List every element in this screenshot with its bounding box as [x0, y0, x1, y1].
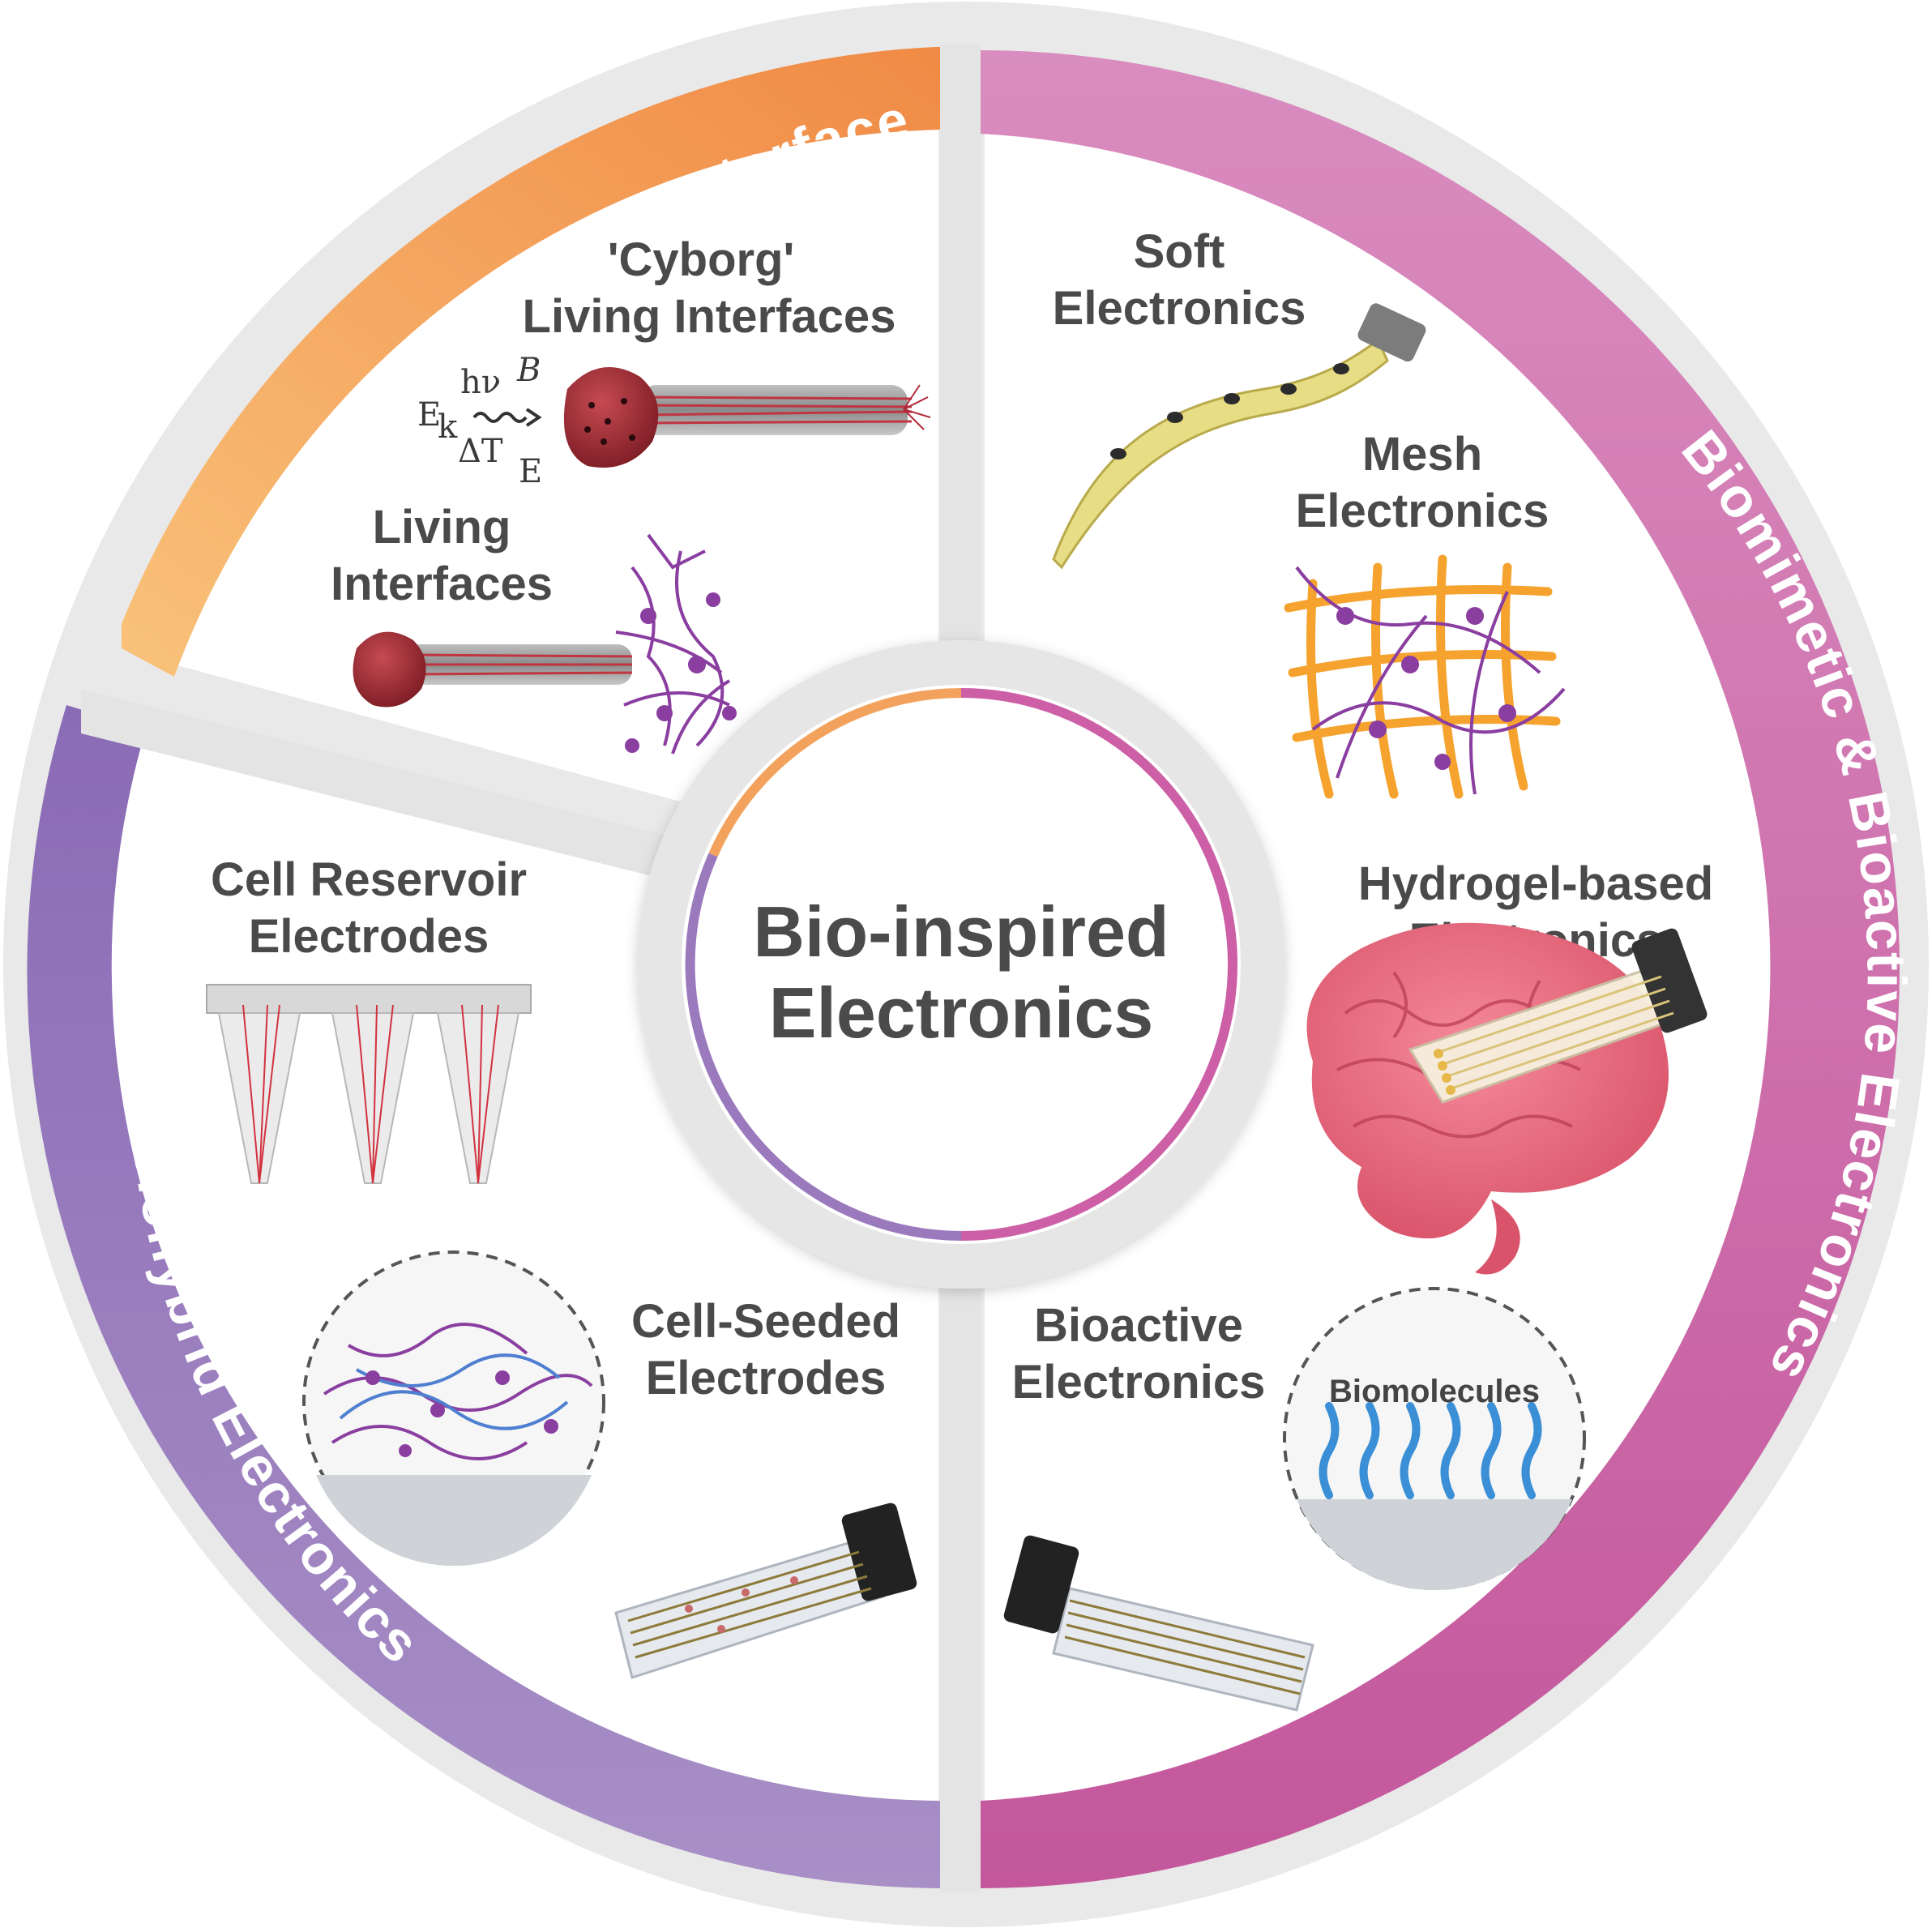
tumor-cell-icon	[563, 367, 659, 468]
biomolecule-zoom-icon: Biomolecules	[1283, 1287, 1586, 1591]
cyborg-label-line2: Living Interfaces	[523, 290, 896, 343]
stimulus-dt: ΔT	[458, 433, 503, 470]
biomolecules-label: Biomolecules	[1329, 1374, 1540, 1409]
divider-diagonal	[81, 689, 713, 891]
cell-reservoir-line1: Cell Reservoir	[211, 853, 527, 906]
cyborg-interface-illustration	[563, 367, 931, 468]
stimulus-b: B	[516, 352, 541, 389]
mesh-electronics-icon	[1284, 554, 1566, 799]
soft-electronics-line1: Soft	[1134, 225, 1225, 278]
soft-electronics-line2: Electronics	[1053, 282, 1306, 335]
wave-arrow-icon	[472, 412, 528, 423]
neurite-tips-icon	[903, 384, 931, 430]
bioactive-electronics-line2: Electronics	[1012, 1356, 1266, 1409]
mesh-electronics-line1: Mesh	[1362, 428, 1482, 481]
tumor-cell-small-icon	[353, 631, 426, 708]
cell-seeded-zoom-icon	[302, 1250, 605, 1567]
stimulus-hv: hν	[460, 364, 501, 401]
living-interface-illustration	[353, 533, 737, 755]
cell-seeded-electrode-icon	[614, 1503, 917, 1679]
cell-seeded-line2: Electrodes	[646, 1352, 887, 1404]
hydrogel-electrode-icon	[1408, 928, 1708, 1104]
cell-seeded-line1: Cell-Seeded	[631, 1295, 900, 1348]
bioactive-electronics-line1: Bioactive	[1034, 1299, 1243, 1352]
living-interfaces-line2: Interfaces	[331, 558, 553, 610]
electrode-bundle-icon	[640, 385, 908, 435]
soft-ribbon-electrode-icon	[1052, 303, 1426, 570]
stimulus-ek: E	[417, 396, 441, 434]
stimulus-e: E	[519, 453, 542, 490]
cyborg-label-line1: 'Cyborg'	[608, 233, 795, 286]
center-title-line1: Bio-inspired	[753, 891, 1169, 972]
cell-reservoir-line2: Electrodes	[249, 910, 489, 963]
bioactive-electrode-icon	[1003, 1535, 1314, 1712]
center-title-line2: Electronics	[769, 973, 1153, 1053]
stimuli-symbols: E k hν B ΔT E	[417, 352, 542, 490]
living-interfaces-line1: Living	[373, 501, 511, 554]
cell-reservoir-icon	[206, 984, 532, 1184]
center-hub: Bio-inspired Electronics	[637, 640, 1285, 1289]
hydrogel-electronics-line1: Hydrogel-based	[1358, 857, 1713, 910]
mesh-electronics-line2: Electronics	[1296, 485, 1549, 537]
stimulus-ek-sub: k	[438, 408, 458, 446]
